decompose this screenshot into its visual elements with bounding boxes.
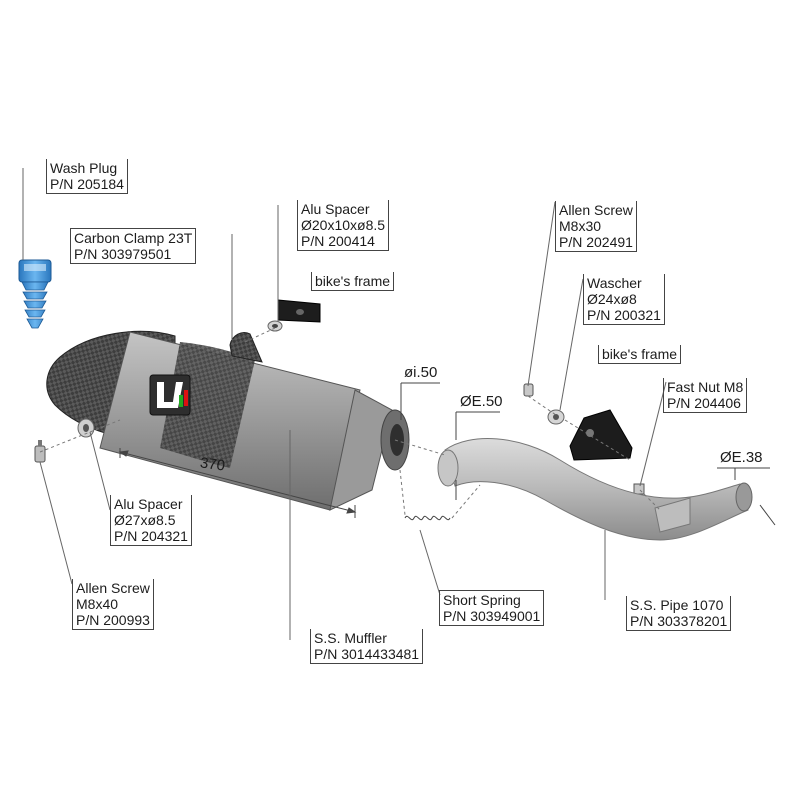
allen-screw-bottom-pn: P/N 200993	[76, 612, 150, 628]
bikes-frame-left-name: bike's frame	[315, 273, 391, 289]
callout-ss-pipe: S.S. Pipe 1070 P/N 303378201	[626, 596, 732, 631]
ss-pipe-pn: P/N 303378201	[630, 613, 728, 629]
short-spring-pn: P/N 303949001	[443, 608, 541, 624]
wascher-spec: Ø24xø8	[587, 291, 637, 307]
short-spring-name: Short Spring	[443, 592, 521, 608]
alu-spacer-top-part	[267, 320, 283, 332]
callout-wascher: Wascher Ø24xø8 P/N 200321	[583, 274, 665, 325]
bikes-frame-right-part	[569, 409, 633, 461]
assembly-dashed-lines	[39, 327, 661, 519]
dimension-outer-diameter-38: ØE.38	[720, 449, 763, 466]
ss-pipe-name: S.S. Pipe 1070	[630, 597, 724, 613]
muffler-part	[46, 330, 410, 511]
callout-allen-screw-top: Allen Screw M8x30 P/N 202491	[555, 201, 637, 252]
callout-short-spring: Short Spring P/N 303949001	[439, 590, 545, 626]
ss-muffler-name: S.S. Muffler	[314, 630, 387, 646]
alu-spacer-bottom-spec: Ø27xø8.5	[114, 512, 176, 528]
fast-nut-name: Fast Nut M8	[667, 379, 744, 395]
dimension-outer-diameter-50: ØE.50	[460, 393, 503, 410]
wascher-pn: P/N 200321	[587, 307, 661, 323]
alu-spacer-bottom-pn: P/N 204321	[114, 528, 188, 544]
short-spring-part	[404, 515, 451, 521]
fast-nut-part	[633, 483, 645, 495]
wascher-part	[547, 409, 565, 425]
wascher-name: Wascher	[587, 275, 642, 291]
alu-spacer-bottom-name: Alu Spacer	[114, 496, 183, 512]
callout-wash-plug: Wash Plug P/N 205184	[46, 159, 128, 194]
bikes-frame-left-part	[277, 299, 321, 323]
callout-carbon-clamp: Carbon Clamp 23T P/N 303979501	[70, 228, 197, 264]
dimension-muffler-length: 370	[198, 454, 227, 475]
alu-spacer-bottom-part	[77, 418, 95, 438]
allen-screw-top-pn: P/N 202491	[559, 234, 633, 250]
allen-screw-bottom-name: Allen Screw	[76, 580, 150, 596]
callout-bikes-frame-left: bike's frame	[311, 272, 395, 291]
allen-screw-top-spec: M8x30	[559, 218, 602, 234]
fast-nut-pn: P/N 204406	[667, 395, 741, 411]
callout-fast-nut: Fast Nut M8 P/N 204406	[663, 378, 748, 413]
allen-screw-bottom-part	[34, 440, 46, 463]
wash-plug-part	[18, 259, 52, 329]
ss-muffler-pn: P/N 3014433481	[314, 646, 420, 662]
carbon-clamp-pn: P/N 303979501	[74, 246, 172, 262]
wash-plug-pn: P/N 205184	[50, 176, 124, 192]
wash-plug-name: Wash Plug	[50, 160, 118, 176]
callout-alu-spacer-bottom: Alu Spacer Ø27xø8.5 P/N 204321	[110, 495, 192, 546]
alu-spacer-top-pn: P/N 200414	[301, 233, 375, 249]
dimension-inner-diameter: øi.50	[404, 364, 438, 381]
diameter-markers	[400, 382, 776, 526]
dimension-370-lines	[118, 448, 357, 518]
callout-bikes-frame-right: bike's frame	[598, 345, 682, 364]
allen-screw-bottom-spec: M8x40	[76, 596, 119, 612]
leader-lines	[22, 168, 667, 640]
alu-spacer-top-name: Alu Spacer	[301, 201, 370, 217]
bikes-frame-right-name: bike's frame	[602, 346, 678, 362]
alu-spacer-top-spec: Ø20x10xø8.5	[301, 217, 386, 233]
ss-pipe-part	[437, 438, 753, 541]
callout-ss-muffler: S.S. Muffler P/N 3014433481	[310, 629, 424, 664]
callout-alu-spacer-top: Alu Spacer Ø20x10xø8.5 P/N 200414	[297, 200, 390, 251]
callout-allen-screw-bottom: Allen Screw M8x40 P/N 200993	[72, 579, 154, 630]
allen-screw-top-name: Allen Screw	[559, 202, 633, 218]
carbon-clamp-name: Carbon Clamp 23T	[74, 230, 193, 246]
